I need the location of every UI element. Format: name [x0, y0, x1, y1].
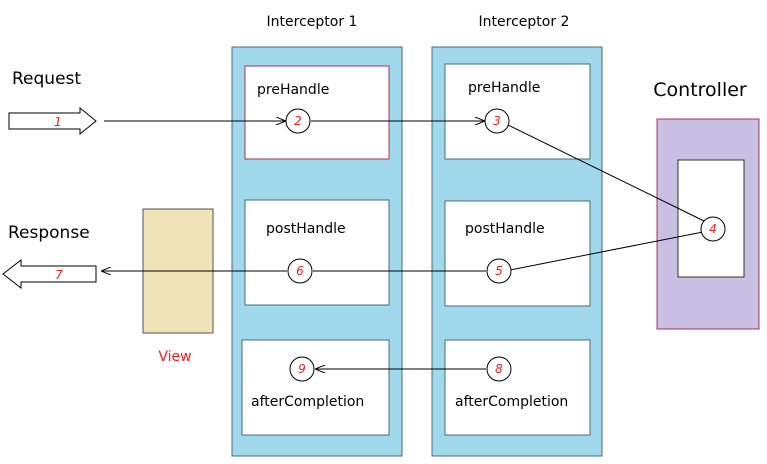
interceptor-1-posthandle-box [244, 199, 390, 306]
step-3-number: 3 [493, 114, 501, 128]
step-4-number: 4 [709, 222, 717, 236]
response-arrow-icon [2, 258, 97, 290]
step-3-node: 3 [484, 108, 510, 134]
prehandle-1-label: preHandle [257, 82, 329, 98]
step-2-number: 2 [294, 114, 302, 128]
interceptor-2-prehandle-box [444, 63, 591, 160]
step-9-node: 9 [289, 356, 315, 382]
posthandle-2-label: postHandle [465, 221, 545, 237]
posthandle-1-label: postHandle [266, 221, 346, 237]
controller-title: Controller [653, 79, 747, 101]
step-6-node: 6 [287, 258, 313, 284]
request-label: Request [12, 69, 81, 89]
interceptor-1-prehandle-box [244, 65, 390, 160]
step-8-number: 8 [495, 362, 503, 376]
step-1-number: 1 [54, 115, 62, 129]
step-5-number: 5 [495, 264, 503, 278]
flow-controller-to-posthandle-2 [509, 231, 704, 271]
step-5-node: 5 [486, 258, 512, 284]
interceptor-2-posthandle-box [444, 200, 591, 307]
step-4-node: 4 [700, 216, 726, 242]
aftercompletion-1-label: afterCompletion [251, 394, 364, 410]
step-2-node: 2 [285, 108, 311, 134]
interceptor-1-title: Interceptor 1 [267, 14, 358, 30]
response-label: Response [8, 223, 90, 243]
prehandle-2-label: preHandle [468, 80, 540, 96]
interceptor-1-aftercompletion-box [241, 339, 390, 436]
aftercompletion-2-label: afterCompletion [455, 394, 568, 410]
interceptor-2-aftercompletion-box [444, 339, 591, 436]
request-arrow-icon [8, 106, 97, 136]
interceptor-2-title: Interceptor 2 [479, 14, 570, 30]
step-8-node: 8 [486, 356, 512, 382]
step-7-number: 7 [55, 268, 63, 282]
view-label: View [158, 349, 191, 365]
step-9-number: 9 [298, 362, 306, 376]
flow-prehandle-2-to-controller [505, 123, 705, 222]
step-6-number: 6 [296, 264, 304, 278]
